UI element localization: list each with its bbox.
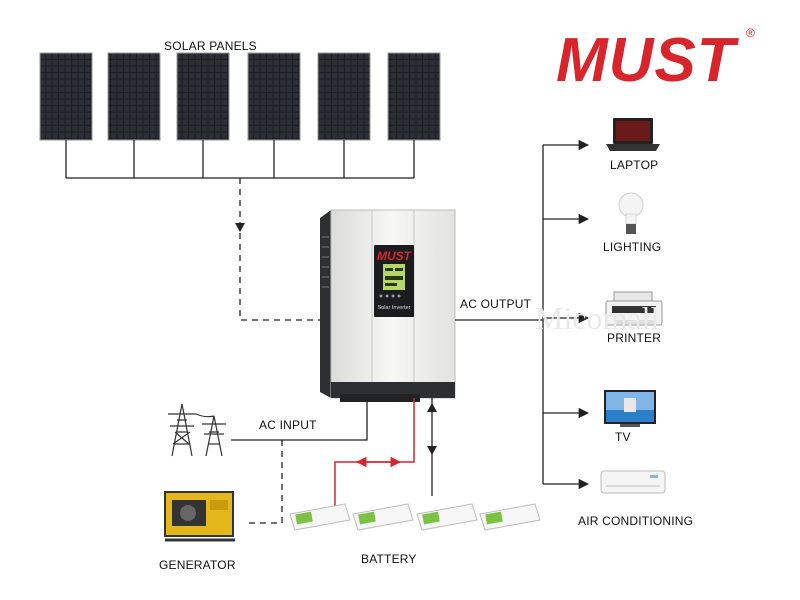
dc-input-dashed-line <box>239 178 322 321</box>
power-grid-tower-icon <box>168 403 226 457</box>
solar-panel-array <box>39 52 441 141</box>
battery-unit <box>352 503 414 531</box>
watermark-text: Micomall <box>535 300 660 336</box>
dc-input-arrow <box>235 223 245 232</box>
battery-bank <box>289 503 541 531</box>
lightbulb-icon <box>618 192 644 234</box>
printer-icon <box>605 291 663 326</box>
battery-label: BATTERY <box>361 552 417 566</box>
solar-panel <box>176 52 230 141</box>
inverter <box>320 209 456 402</box>
laptop-icon <box>606 118 660 151</box>
load-label-air-conditioning: AIR CONDITIONING <box>578 514 694 528</box>
generator-dashed-line <box>244 440 283 524</box>
load-label-laptop: LAPTOP <box>610 158 659 172</box>
load-label-lighting: LIGHTING <box>603 240 662 254</box>
air-conditioner-icon <box>600 470 666 494</box>
ac-output-wiring <box>455 139 590 490</box>
inverter-model-text: Solar Inverter <box>377 305 410 311</box>
tv-icon <box>604 390 656 427</box>
must-logo: MUST <box>556 26 736 95</box>
solar-panel <box>317 52 371 141</box>
generator-icon <box>164 491 235 542</box>
inverter-side-vents <box>322 236 329 288</box>
ac-input-label: AC INPUT <box>259 418 317 432</box>
solar-panel <box>247 52 301 141</box>
ac-output-label: AC OUTPUT <box>460 297 532 311</box>
solar-panel <box>39 52 93 141</box>
solar-panel <box>387 52 441 141</box>
solar-panel <box>107 52 161 141</box>
battery-unit <box>289 503 351 531</box>
ac-input-wiring <box>231 398 368 441</box>
battery-unit <box>416 503 478 531</box>
inverter-brand-text: MUST <box>377 249 413 263</box>
load-label-printer: PRINTER <box>607 331 662 345</box>
panel-wiring <box>65 140 415 179</box>
load-label-tv: TV <box>615 430 631 444</box>
registered-mark: ® <box>746 26 755 40</box>
battery-unit <box>479 503 541 531</box>
battery-wiring <box>334 398 437 508</box>
solar-panels-label: SOLAR PANELS <box>164 39 257 53</box>
generator-label: GENERATOR <box>159 558 236 572</box>
